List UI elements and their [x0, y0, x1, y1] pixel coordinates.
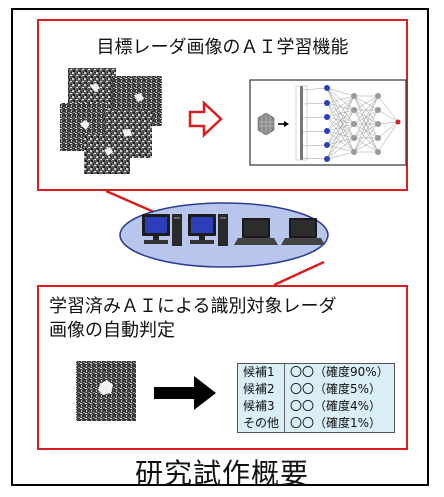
- candidate-table: 候補1 〇〇（確度90%） 候補2 〇〇（確度5%） 候補3 〇〇（確度4%） …: [237, 363, 395, 433]
- ai-learning-title: 目標レーダ画像のＡＩ学習機能: [96, 37, 349, 58]
- candidate-name: 候補3: [237, 398, 286, 415]
- laptop-icon: [281, 218, 325, 245]
- table-row: 候補3 〇〇（確度4%）: [237, 398, 395, 415]
- connector-line-top: [105, 189, 155, 214]
- table-row: 候補1 〇〇（確度90%）: [237, 363, 395, 381]
- table-row: 候補2 〇〇（確度5%）: [237, 381, 395, 398]
- auto-judgment-title-line2: 画像の自動判定: [49, 320, 175, 341]
- candidate-value: 〇〇（確度4%）: [290, 399, 382, 413]
- candidate-value: 〇〇（確度1%）: [290, 416, 382, 430]
- network-connections: [302, 87, 399, 160]
- radar-image-stack: [60, 68, 162, 174]
- desktop-computer-icon: [142, 214, 182, 246]
- candidate-name: その他: [237, 415, 286, 433]
- candidate-name: 候補1: [237, 363, 286, 381]
- input-cube: [257, 112, 289, 136]
- neural-network-diagram: [249, 79, 407, 166]
- target-blob: [98, 380, 113, 395]
- target-blob: [122, 129, 132, 137]
- computer-system: [119, 202, 329, 268]
- connector-line-bottom: [273, 260, 325, 287]
- output-node: [395, 119, 401, 125]
- auto-judgment-title-line1: 学習済みＡＩによる識別対象レーダ: [49, 296, 337, 317]
- figure-caption: 研究試作概要: [134, 457, 309, 490]
- candidate-value: 〇〇（確度90%）: [290, 365, 389, 379]
- target-blob: [134, 93, 144, 102]
- laptop-icon: [234, 218, 278, 245]
- network-nodes: [324, 85, 401, 162]
- outline-arrow-icon: [188, 100, 223, 138]
- table-row: その他 〇〇（確度1%）: [237, 415, 395, 433]
- auto-judgment-title: 学習済みＡＩによる識別対象レーダ 画像の自動判定: [49, 295, 399, 343]
- candidate-value: 〇〇（確度5%）: [290, 382, 382, 396]
- desktop-computer-icon: [188, 214, 228, 246]
- target-blob: [90, 83, 100, 92]
- target-blob: [80, 120, 90, 130]
- candidate-name: 候補2: [237, 381, 286, 398]
- feature-column: [295, 85, 308, 161]
- arrow-right-icon: [154, 376, 216, 410]
- target-blob: [104, 147, 113, 156]
- input-radar-image: [76, 361, 136, 421]
- outer-frame: [11, 8, 429, 486]
